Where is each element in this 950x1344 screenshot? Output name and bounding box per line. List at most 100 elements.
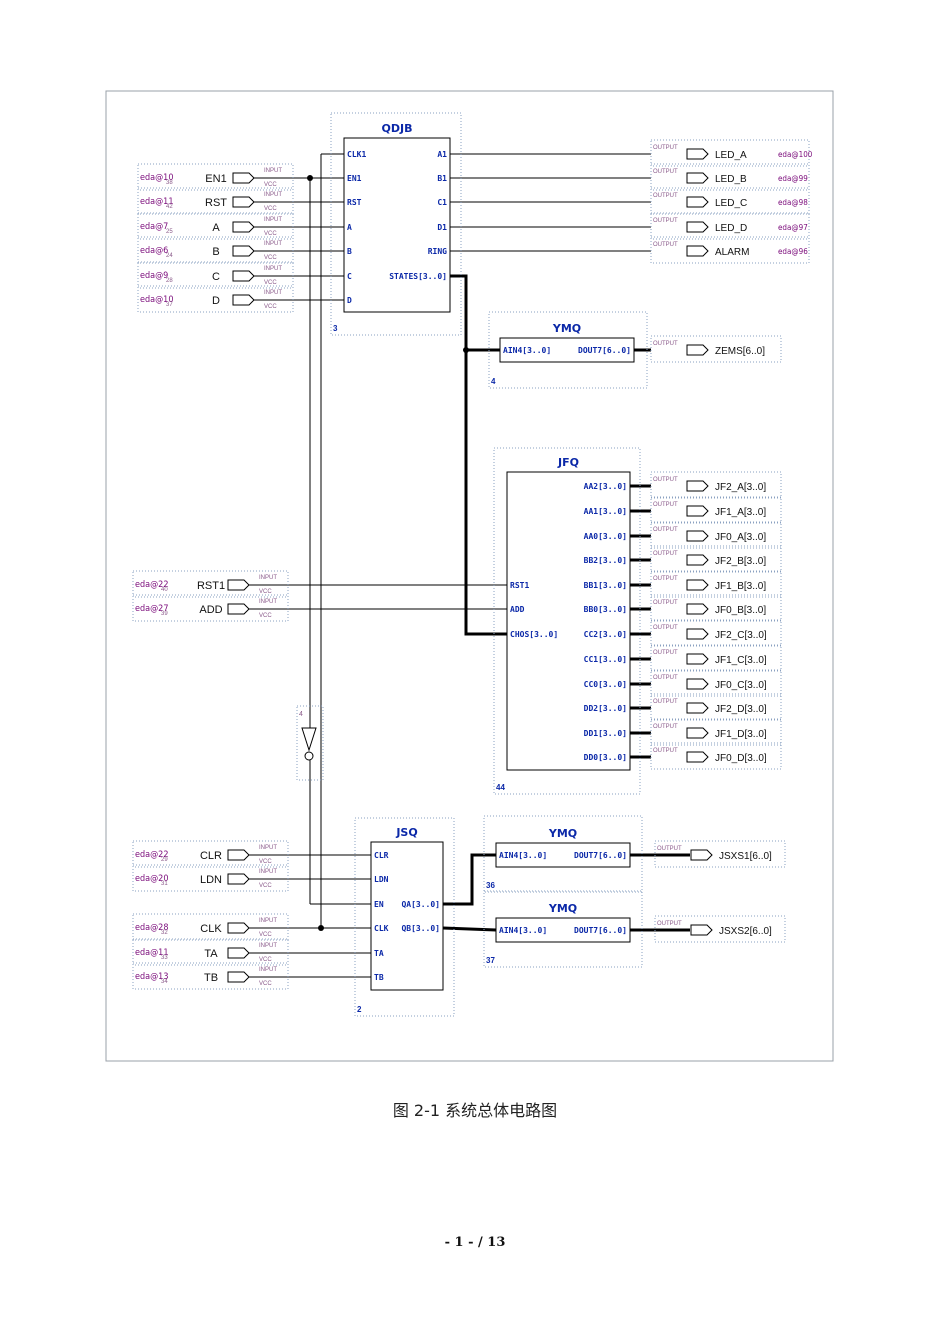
qdjb-port-d: D [347, 296, 352, 305]
input-clk-signal-name: CLK [200, 923, 222, 935]
input-clk-pin-number: 32 [161, 930, 168, 936]
input-clr-vcc: VCC [259, 859, 272, 865]
input-tb-frame [132, 962, 289, 990]
jfq-title: JFQ [557, 456, 579, 469]
jfq-port-cc030: CC0[3..0] [584, 680, 627, 689]
output-jf2b30-type: OUTPUT [653, 551, 678, 557]
output-jf2c30-signal-name: JF2_C[3..0] [715, 630, 767, 641]
output-jf1a30-type: OUTPUT [653, 502, 678, 508]
input-add-pin-number: 39 [161, 611, 168, 617]
qdjb-body [343, 137, 451, 313]
ymq-36-title: YMQ [548, 827, 577, 840]
output-jf1b30-connector [686, 579, 709, 591]
qdjb-port-c: C [347, 272, 352, 281]
output-led_b-connector [686, 172, 709, 184]
qdjb-frame [330, 112, 462, 336]
output-led_d-frame [650, 212, 810, 240]
ymq-36-body [495, 842, 631, 868]
output-jf2d30-type: OUTPUT [653, 699, 678, 705]
jfq-port-rst1: RST1 [510, 581, 529, 590]
input-add-connector [227, 603, 250, 615]
qdjb-port-en1: EN1 [347, 174, 362, 183]
figure-caption: 图 2-1 系统总体电路图 [392, 1101, 558, 1120]
qdjb-port-b: B [347, 247, 352, 256]
input-b-vcc: VCC [264, 255, 277, 261]
jsq-port-qa30: QA[3..0] [401, 900, 440, 909]
input-d-connector [232, 294, 255, 306]
output-alarm-connector [686, 245, 709, 257]
input-rst1-pin-number: 40 [161, 587, 168, 593]
input-clr-signal-name: CLR [200, 850, 222, 862]
input-clk-connector [227, 922, 250, 934]
input-a-connector [232, 221, 255, 233]
output-led_c-connector [686, 196, 709, 208]
output-led_c-frame [650, 187, 810, 215]
input-a-pin-number: 25 [166, 229, 173, 235]
input-ldn-connector [227, 873, 250, 885]
input-a-pin-label: eda@7 [140, 222, 168, 232]
qdjb-title: QDJB [382, 122, 413, 135]
output-jf1b30-signal-name: JF1_B[3..0] [715, 581, 766, 592]
input-d-pin-label: eda@10 [140, 295, 174, 305]
output-alarm-frame [650, 236, 810, 264]
input-clr-pin-label: eda@22 [135, 850, 169, 860]
input-ta-frame [132, 938, 289, 966]
input-ta-connector [227, 947, 250, 959]
output-jf1d30-connector [686, 727, 709, 739]
output-led_b-frame [650, 163, 810, 191]
input-d-type: INPUT [264, 290, 282, 296]
input-ta-type: INPUT [259, 943, 277, 949]
input-b-pin-number: 24 [166, 253, 173, 259]
output-jf2c30-connector [686, 628, 709, 640]
input-b-connector [232, 245, 255, 257]
ymq-37-port-ain430: AIN4[3..0] [499, 926, 547, 935]
ymq-37-port-dout760: DOUT7[6..0] [574, 926, 627, 935]
input-en1-pin-number: 38 [166, 180, 173, 186]
output-led_d-signal-name: LED_D [715, 223, 747, 234]
input-c-pin-number: 28 [166, 278, 173, 284]
output-jsxs2-type: OUTPUT [657, 921, 682, 927]
ymq-36-frame [483, 815, 643, 893]
input-tb-connector [227, 971, 250, 983]
input-tb-vcc: VCC [259, 981, 272, 987]
output-jf0c30-type: OUTPUT [653, 675, 678, 681]
input-ldn-pin-label: eda@20 [135, 874, 169, 884]
input-b-type: INPUT [264, 241, 282, 247]
input-tb-type: INPUT [259, 967, 277, 973]
ymq-top-number: 4 [491, 377, 496, 386]
output-jf0d30-type: OUTPUT [653, 748, 678, 754]
output-jf2b30-connector [686, 554, 709, 566]
jfq-port-bb030: BB0[3..0] [584, 605, 627, 614]
jsq-title: JSQ [395, 826, 417, 839]
jsq-port-clk: CLK [374, 924, 389, 933]
ymq-top-title: YMQ [552, 322, 581, 335]
output-jf2a30-type: OUTPUT [653, 477, 678, 483]
input-clr-pin-number: 29 [161, 857, 168, 863]
input-en1-pin-label: eda@10 [140, 173, 174, 183]
output-jf2c30-type: OUTPUT [653, 625, 678, 631]
output-led_c-type: OUTPUT [653, 193, 678, 199]
ymq-top-frame [488, 311, 648, 389]
output-jf0b30-type: OUTPUT [653, 600, 678, 606]
output-led_b-type: OUTPUT [653, 169, 678, 175]
qdjb-port-c1: C1 [437, 198, 447, 207]
output-jf1d30-signal-name: JF1_D[3..0] [715, 729, 767, 740]
qdjb-port-rst: RST [347, 198, 362, 207]
ymq-36-port-ain430: AIN4[3..0] [499, 851, 547, 860]
input-rst-frame [137, 187, 294, 215]
input-ta-vcc: VCC [259, 957, 272, 963]
output-led_b-signal-name: LED_B [715, 174, 747, 185]
input-en1-signal-name: EN1 [205, 173, 226, 185]
ymq-36-number: 36 [486, 881, 495, 890]
output-led_a-connector [686, 148, 709, 160]
output-led_d-pin-label: eda@97 [778, 223, 808, 232]
output-jf0b30-connector [686, 603, 709, 615]
input-rst1-connector [227, 579, 250, 591]
jfq-port-aa130: AA1[3..0] [584, 507, 627, 516]
output-jsxs1-connector [690, 849, 713, 861]
input-clr-connector [227, 849, 250, 861]
output-jf1c30-connector [686, 653, 709, 665]
output-alarm-pin-label: eda@96 [778, 247, 808, 256]
jsq-port-tb: TB [374, 973, 384, 982]
ymq-top-port-ain430: AIN4[3..0] [503, 346, 551, 355]
